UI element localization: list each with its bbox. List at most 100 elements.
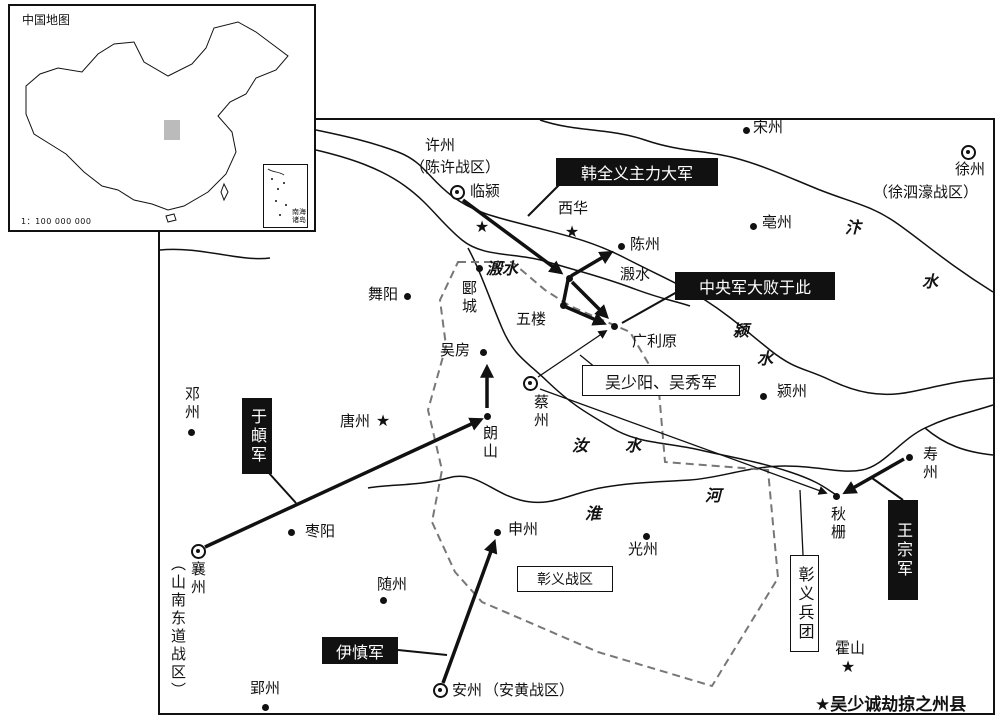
- label-anzhou: 安州: [452, 681, 483, 699]
- china-inset-map: 中国地图 1：100 000 000 南海 诸岛: [8, 4, 316, 232]
- arrow-anzhou-to-shenzhou: [441, 539, 498, 684]
- star-icon: [375, 413, 391, 429]
- river-line-huai-branch: [924, 427, 994, 456]
- china-outline: [25, 21, 289, 223]
- river-label-huai-b: 河: [705, 486, 722, 505]
- label-xuzhou-east-zone: （徐泗濠战区）: [873, 183, 979, 201]
- label-qiuzha: 秋栅: [829, 506, 847, 542]
- city-dot-icon: [493, 528, 501, 536]
- label-langshan: 朗山: [481, 425, 499, 461]
- callout-wu-shaoyang-army: 吴少阳、吴秀军: [582, 365, 740, 396]
- label-xiangzhou: 襄州: [189, 561, 207, 597]
- label-linying: 临颍: [470, 182, 501, 200]
- zone-seat-icon: [522, 375, 538, 391]
- river-label-bian-b: 水: [922, 272, 939, 291]
- arrow-yinshui-to-guangliyuan: [570, 280, 609, 319]
- city-dot-icon: [261, 703, 269, 711]
- arrow-shouzhou-to-qiuzha: [842, 457, 905, 495]
- label-anzhou-zone: （安黄战区）: [484, 681, 575, 699]
- label-guangzhou: 光州: [628, 540, 659, 558]
- link-yinshui-wulou: [561, 279, 570, 306]
- zone-seat-icon: [190, 543, 206, 559]
- label-suizhou: 随州: [377, 575, 408, 593]
- pointer-zhangyi-corps: [799, 489, 804, 556]
- city-dot-icon: [617, 242, 625, 250]
- river-line-ru: [467, 247, 839, 497]
- river-line-bian: [539, 119, 994, 293]
- south-sea-islands-box: 南海 诸岛: [263, 164, 308, 228]
- label-zaoyang: 枣阳: [305, 522, 336, 540]
- pointer-han-quanyi: [527, 183, 561, 217]
- city-dot-icon: [749, 222, 757, 230]
- zone-seat-icon: [432, 682, 448, 698]
- label-yingzhou-south: 郢州: [250, 679, 281, 697]
- city-dot-icon: [479, 348, 487, 356]
- river-line-huai: [367, 404, 994, 504]
- label-wufang: 吴房: [440, 341, 471, 359]
- city-dot-icon: [475, 264, 483, 272]
- label-yingzhou: 颍州: [777, 382, 808, 400]
- zhangyi-zone-boundary: [426, 261, 780, 688]
- south-sea-label-bottom: 诸岛: [292, 216, 306, 224]
- city-dot-icon: [565, 274, 573, 282]
- main-map-frame: [158, 118, 995, 715]
- label-shouzhou: 寿州: [921, 446, 939, 482]
- river-label-yinshui: 溵水: [486, 259, 519, 278]
- arrow-xiangzhou-to-langshan: [204, 417, 484, 549]
- river-label-ying-a: 颍: [733, 321, 750, 340]
- city-dot-icon: [403, 292, 411, 300]
- river-label-ying-b: 水: [757, 349, 774, 368]
- inset-scale: 1：100 000 000: [21, 217, 92, 226]
- arrow-caizhou-to-guangliyuan: [537, 329, 608, 378]
- city-dot-icon: [742, 126, 750, 134]
- south-sea-label-top: 南海: [292, 208, 306, 216]
- arrow-caizhou-to-qiuzha: [539, 388, 828, 495]
- zone-seat-icon: [449, 184, 465, 200]
- arrow-yinshui-to-chenzhou: [570, 250, 614, 278]
- arrow-wulou-to-guangliyuan: [565, 305, 607, 326]
- arrow-linying-to-yinshui: [461, 198, 564, 275]
- city-dot-icon: [287, 528, 295, 536]
- label-xuzhou-west: 许州: [425, 136, 456, 154]
- china-border-shape: [25, 21, 289, 211]
- label-dengzhou: 邓州: [183, 386, 201, 422]
- city-dot-icon: [483, 412, 491, 420]
- hainan-shape: [165, 213, 177, 223]
- pointer-yu-di: [267, 471, 297, 504]
- label-tangzhou: 唐州: [340, 412, 371, 430]
- river-line-yin: [315, 149, 691, 307]
- city-dot-icon: [759, 392, 767, 400]
- campaign-arrows: [204, 198, 905, 684]
- city-dot-icon: [559, 301, 567, 309]
- label-caizhou: 蔡州: [532, 394, 550, 430]
- city-dot-icon: [832, 492, 840, 500]
- label-huoshan: 霍山: [835, 639, 866, 657]
- label-xiangzhou-zone: （山南东道战区）: [169, 556, 187, 700]
- label-bozhou: 亳州: [762, 213, 793, 231]
- pointer-wang-zong: [871, 477, 904, 501]
- callout-wang-zong-army: 王宗军: [888, 500, 918, 600]
- star-icon: [840, 659, 856, 675]
- taiwan-shape: [220, 182, 229, 202]
- label-shenzhou: 申州: [508, 520, 539, 538]
- label-yinshui-town: 溵水: [620, 265, 651, 283]
- label-guangliyuan: 广利原: [632, 332, 678, 350]
- label-xuzhou-west-zone: （陈许战区）: [410, 158, 501, 176]
- city-dot-icon: [642, 532, 650, 540]
- callout-zhangyi-corps: 彰义兵团: [790, 555, 819, 652]
- city-dot-icon: [610, 322, 618, 330]
- label-wulou: 五楼: [516, 310, 547, 328]
- river-label-bian-a: 汴: [845, 218, 862, 237]
- thin-lines: [267, 183, 904, 656]
- callout-central-army-defeat: 中央军大败于此: [675, 272, 835, 300]
- city-dot-icon: [379, 596, 387, 604]
- river-line-west-bank: [159, 248, 271, 260]
- star-icon: [564, 224, 580, 240]
- river-label-ru-b: 水: [625, 436, 642, 455]
- pointer-yi-shen: [397, 649, 448, 656]
- south-sea-islands-dots: [267, 168, 287, 216]
- highlighted-region: [164, 120, 180, 140]
- inset-title: 中国地图: [22, 13, 71, 27]
